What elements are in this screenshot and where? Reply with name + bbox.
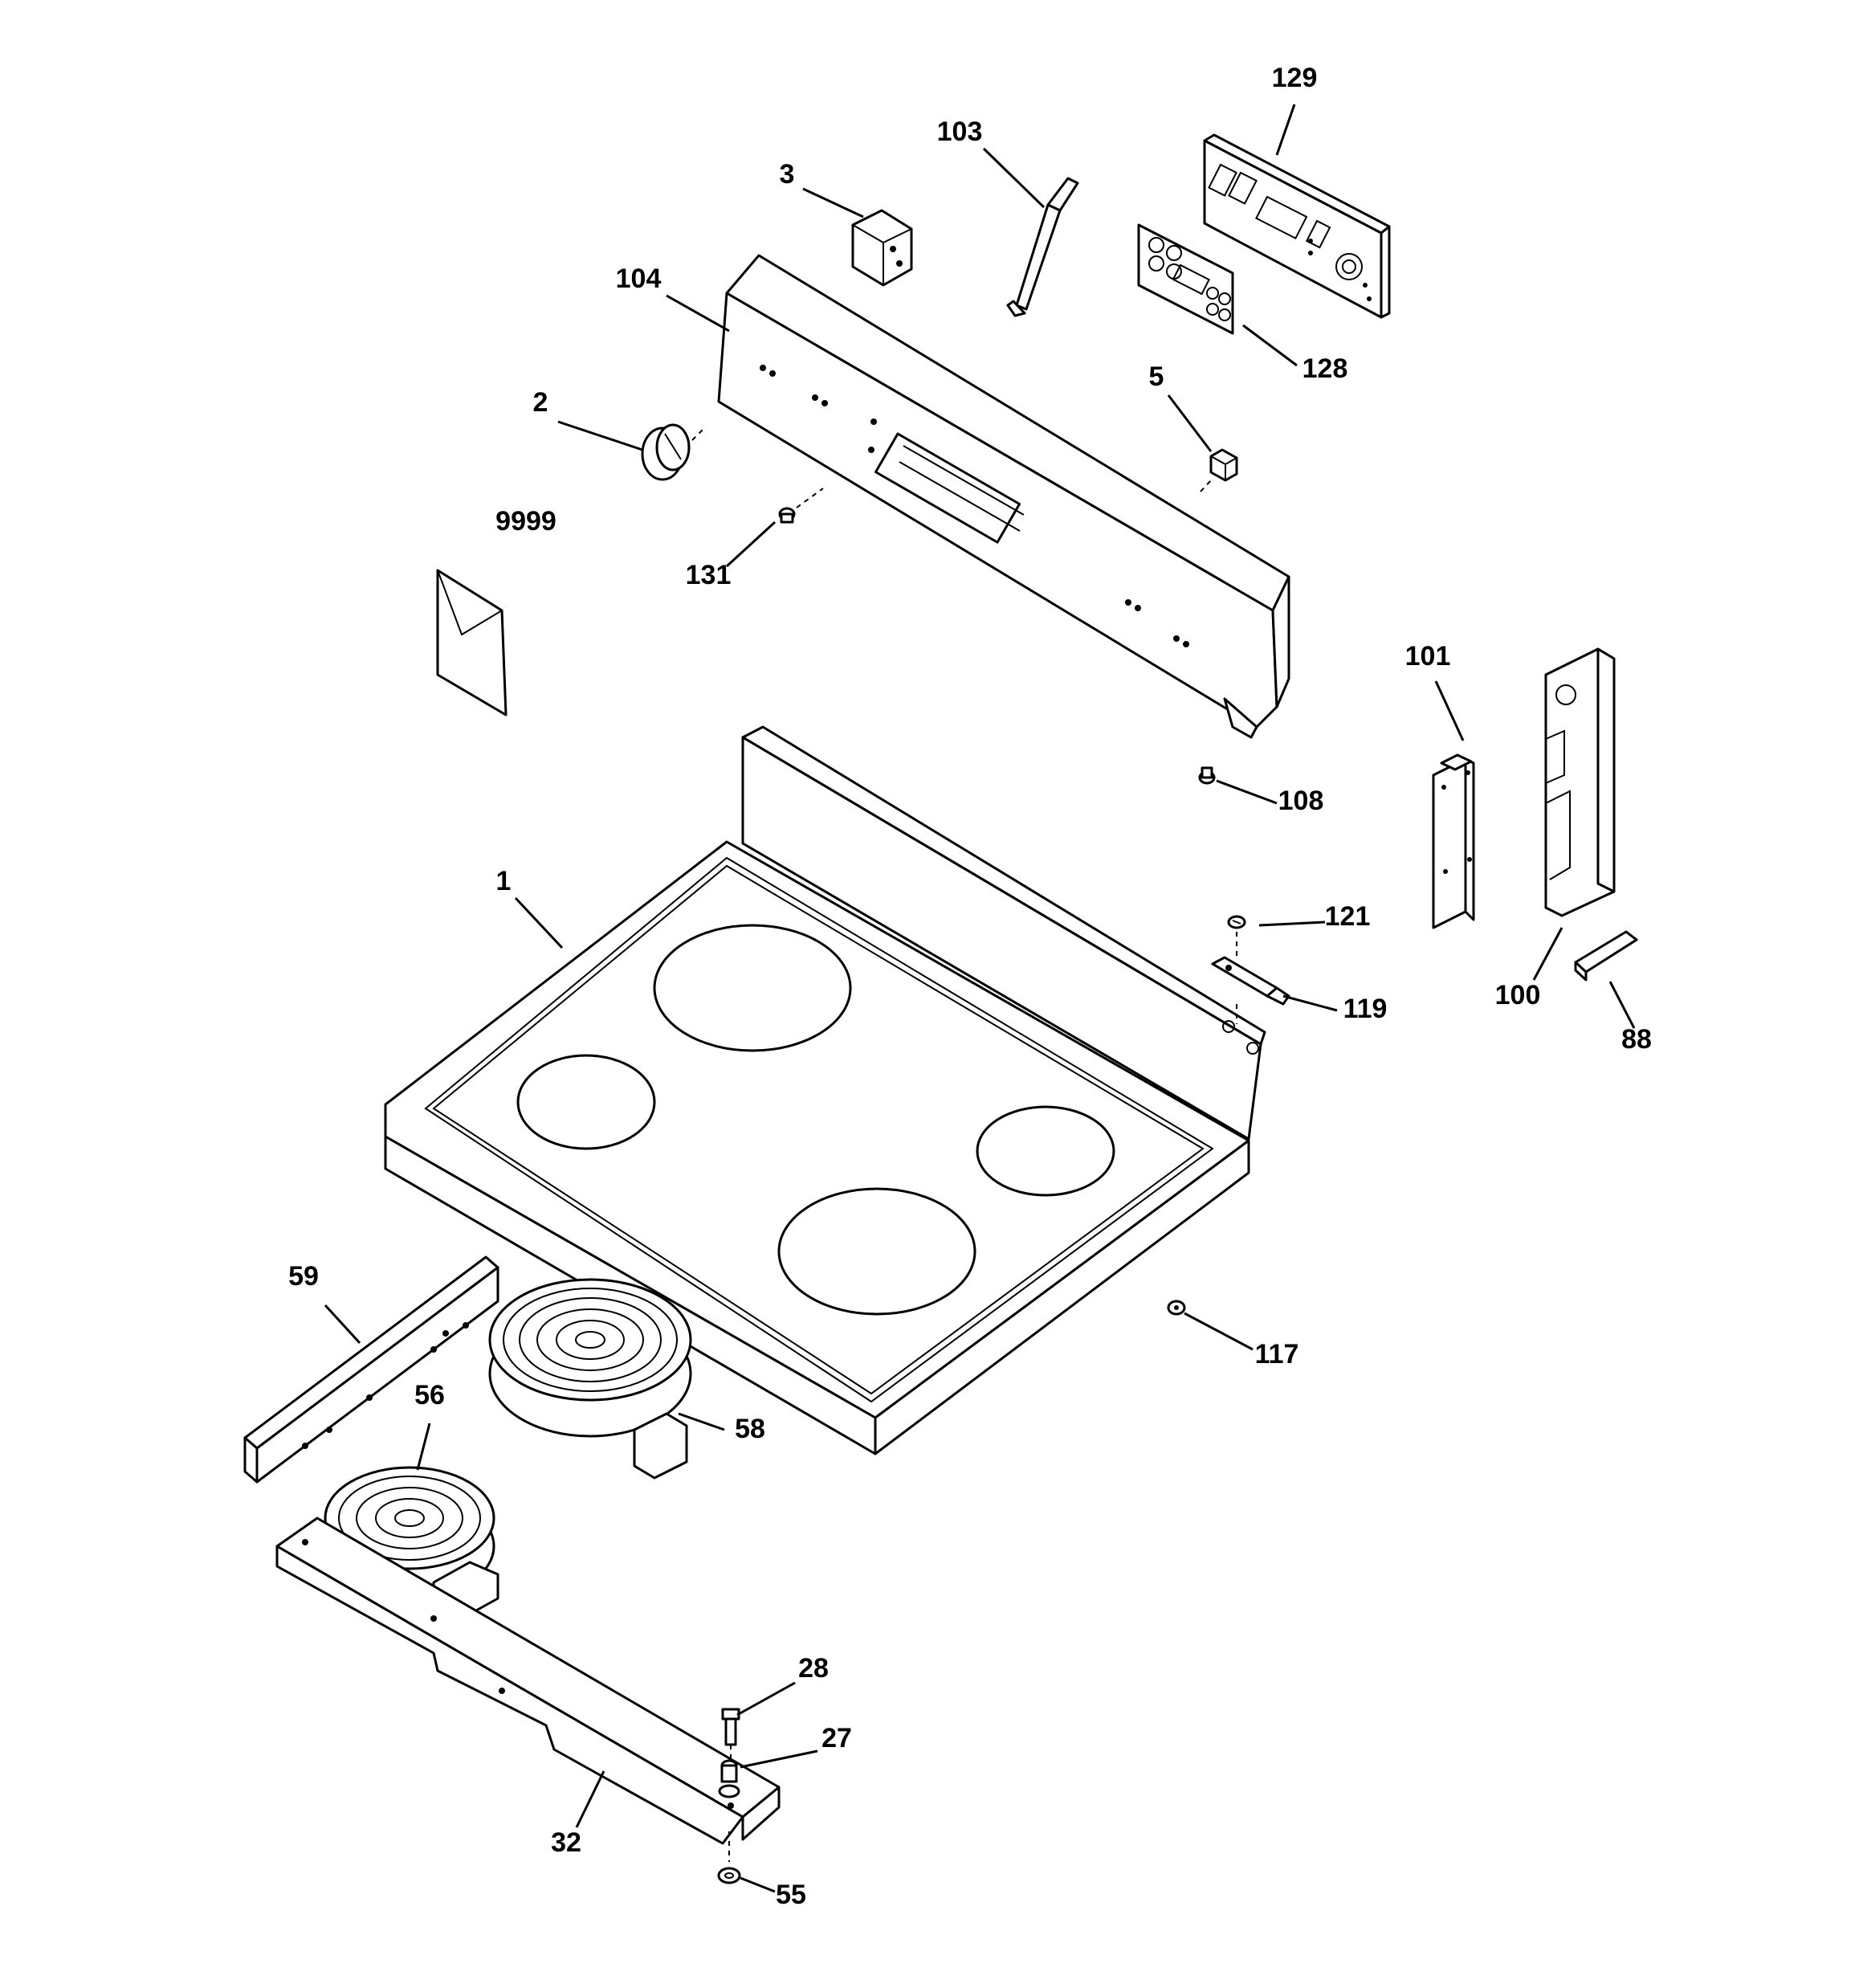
callout-leaders [324,104,1636,1893]
callout-label-119: 119 [1343,994,1388,1024]
element-support-rail [275,1517,781,1845]
callout-label-121: 121 [1325,901,1371,932]
callout-label-27: 27 [821,1723,852,1753]
callout-label-117: 117 [1255,1339,1299,1370]
callout-label-1: 1 [496,866,512,896]
callout-label-3: 3 [780,159,795,190]
panel-bracket [1006,177,1079,317]
callout-label-101: 101 [1405,641,1451,672]
hinge-screw [1227,915,1246,956]
callout-label-88: 88 [1621,1024,1652,1055]
callout-label-32: 32 [551,1827,581,1858]
callout-label-56: 56 [414,1380,445,1410]
backguard-panel [717,254,1290,739]
callout-label-103: 103 [937,116,983,147]
callout-label-2: 2 [533,387,548,418]
cooktop-screw [1198,766,1216,785]
cooktop-hinge [1211,956,1290,1024]
electronic-control-board [1203,133,1391,319]
callout-label-128: 128 [1302,353,1348,384]
callout-label-58: 58 [735,1414,765,1444]
callout-label-108: 108 [1278,786,1324,816]
callout-label-55: 55 [776,1880,806,1910]
support-nut [717,1831,741,1884]
callout-label-59: 59 [288,1261,319,1292]
callout-label-9999: 9999 [495,506,556,537]
leveling-screw [721,1708,740,1759]
burner-support-bracket [243,1255,499,1484]
leveling-spacer [718,1759,740,1798]
touch-overlay [1137,223,1234,335]
callout-label-129: 129 [1272,63,1318,93]
callout-label-5: 5 [1149,361,1164,392]
callout-labels: 129 103 3 104 128 5 2 9999 131 101 108 1 121 119 100 88… [288,63,1652,1910]
side-bracket [1432,753,1475,929]
callout-label-131: 131 [686,560,732,590]
callout-label-28: 28 [798,1653,829,1684]
radiant-element-large [488,1278,692,1480]
light-switch [1200,448,1238,492]
radiant-element-small [324,1466,499,1620]
infinite-switch [851,209,913,287]
trim-clip [1574,930,1638,982]
cooktop-nut [1167,1300,1186,1316]
cooktop-glass [384,725,1266,1455]
callout-label-100: 100 [1495,980,1541,1010]
panel-screw [778,488,824,524]
literature-packet [436,569,508,716]
control-knob [641,423,703,481]
callout-label-104: 104 [616,263,662,294]
side-trim [1544,647,1616,917]
